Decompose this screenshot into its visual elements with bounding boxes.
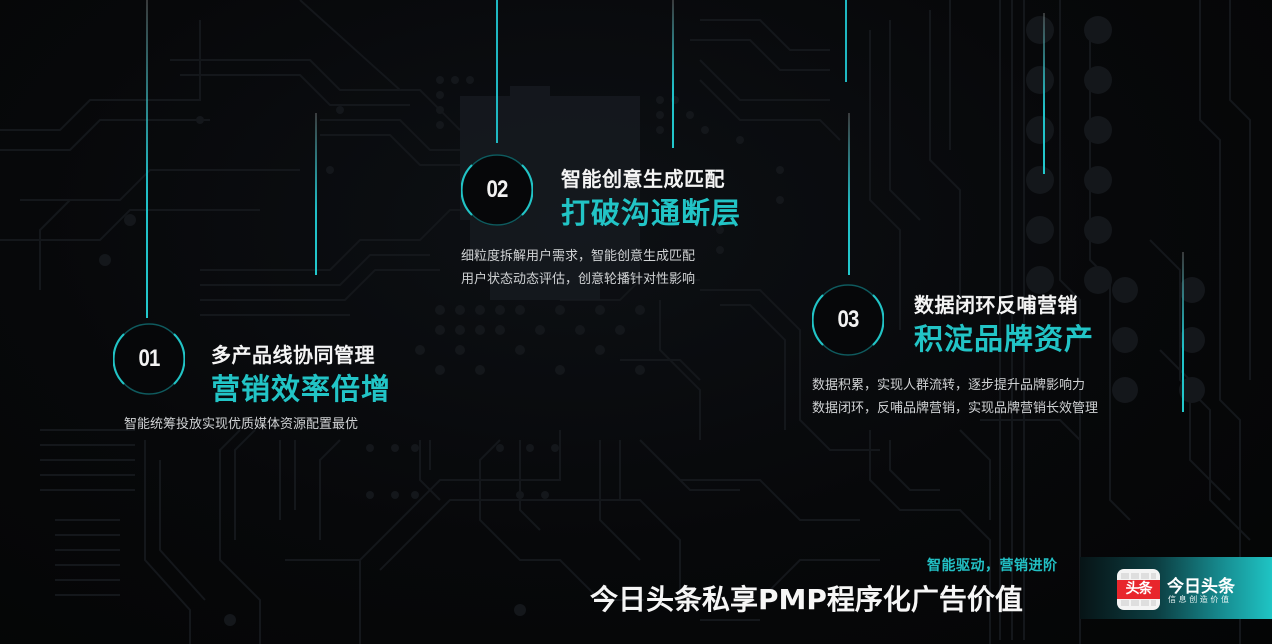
toutiao-logo-icon: 头条	[1117, 569, 1160, 610]
item-subtitle: 营销效率倍增	[211, 372, 392, 406]
item-description: 细粒度拆解用户需求，智能创意生成匹配	[461, 249, 696, 264]
footer-tagline: 智能驱动，营销进阶	[927, 558, 1058, 574]
item-title: 多产品线协同管理	[211, 343, 375, 367]
light-line	[672, 0, 674, 148]
light-line	[315, 113, 317, 275]
logo-slogan: 信息创造价值	[1168, 595, 1232, 604]
light-line	[1043, 13, 1045, 174]
light-line	[848, 113, 850, 275]
light-line	[146, 0, 148, 318]
logo-name: 今日头条	[1167, 577, 1235, 597]
item-subtitle: 积淀品牌资产	[914, 322, 1095, 356]
light-line	[1182, 252, 1184, 412]
number-badge-03: 03	[812, 284, 884, 356]
logo-icon-text: 头条	[1117, 580, 1160, 599]
item-number: 03	[837, 306, 859, 333]
number-badge-02: 02	[461, 154, 533, 226]
ring-icon	[812, 284, 884, 356]
ring-icon	[113, 323, 185, 395]
item-title: 智能创意生成匹配	[561, 167, 725, 191]
number-badge-01: 01	[113, 323, 185, 395]
footer-headline: 今日头条私享PMP程序化广告价值	[590, 583, 1023, 616]
item-title: 数据闭环反哺营销	[914, 293, 1078, 317]
brand-logo-banner: 头条 今日头条 信息创造价值	[1080, 557, 1272, 619]
item-subtitle: 打破沟通断层	[561, 196, 742, 230]
light-line	[845, 0, 847, 82]
item-number: 02	[486, 176, 508, 203]
item-number: 01	[138, 345, 160, 372]
light-line	[496, 0, 498, 143]
item-description: 数据闭环，反哺品牌营销，实现品牌营销长效管理	[812, 401, 1099, 416]
item-description: 用户状态动态评估，创意轮播针对性影响	[461, 272, 696, 287]
ring-icon	[461, 154, 533, 226]
item-description: 智能统筹投放实现优质媒体资源配置最优	[124, 417, 359, 432]
item-description: 数据积累，实现人群流转，逐步提升品牌影响力	[812, 378, 1086, 393]
